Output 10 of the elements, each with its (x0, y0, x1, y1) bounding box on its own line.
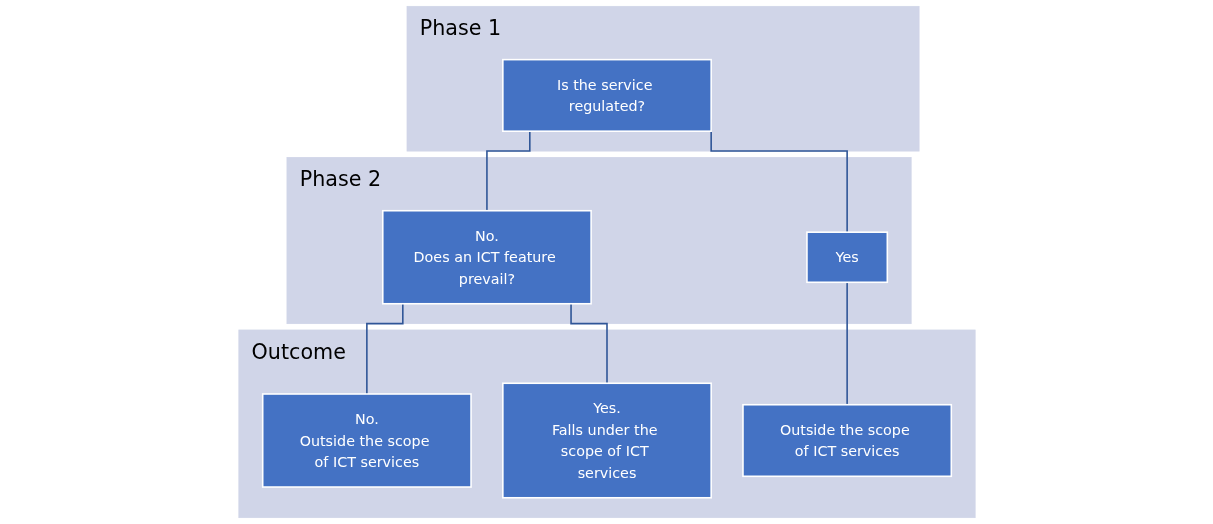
node-box: No. Does an ICT feature prevail? (381, 209, 592, 305)
connector (365, 302, 404, 395)
node-box: Is the service regulated? (501, 58, 712, 132)
node-box: Yes. Falls under the scope of ICT services (501, 382, 712, 499)
node-box: Outside the scope of ICT services (741, 403, 952, 478)
node-box: Yes (805, 231, 888, 284)
connector (845, 281, 848, 406)
connector (485, 130, 531, 212)
node-box: No. Outside the scope of ICT services (261, 393, 472, 488)
connector (569, 302, 608, 385)
